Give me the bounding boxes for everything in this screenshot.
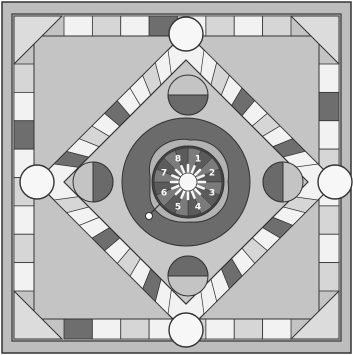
track-tile-bottom[interactable] (64, 319, 92, 339)
spinner-number: 4 (195, 203, 201, 213)
spinner-number: 7 (161, 169, 167, 179)
track-tile-right[interactable] (319, 234, 339, 262)
node-circle[interactable] (169, 17, 203, 51)
track-tile-left[interactable] (14, 263, 34, 291)
track-tile-left[interactable] (14, 234, 34, 262)
pointer-knob[interactable] (146, 213, 153, 220)
phase-disc-bottom[interactable] (168, 256, 208, 296)
track-tile-right[interactable] (319, 263, 339, 291)
track-tile-left[interactable] (14, 64, 34, 92)
number-spinner[interactable]: 12 34 56 78 (152, 146, 224, 218)
spinner-number: 2 (209, 169, 215, 179)
sun-center (179, 173, 197, 191)
track-tile-right[interactable] (319, 121, 339, 149)
track-tile-top[interactable] (64, 16, 92, 36)
sun-hub-icon (171, 165, 205, 199)
track-tile-bottom[interactable] (263, 319, 291, 339)
node-circle[interactable] (318, 165, 352, 199)
spinner-number: 1 (195, 154, 201, 164)
track-tile-top[interactable] (121, 16, 149, 36)
track-tile-top[interactable] (263, 16, 291, 36)
track-tile-top[interactable] (206, 16, 234, 36)
phase-disc-top[interactable] (168, 75, 208, 115)
spinner-number: 6 (161, 188, 167, 198)
track-tile-top[interactable] (92, 16, 120, 36)
track-tile-bottom[interactable] (92, 319, 120, 339)
track-tile-left[interactable] (14, 206, 34, 234)
phase-disc-right[interactable] (263, 162, 303, 202)
track-tile-right[interactable] (319, 64, 339, 92)
track-tile-left[interactable] (14, 92, 34, 120)
spinner-number: 5 (175, 203, 181, 213)
track-tile-bottom[interactable] (121, 319, 149, 339)
node-circle[interactable] (20, 165, 54, 199)
track-tile-bottom[interactable] (206, 319, 234, 339)
track-tile-top[interactable] (234, 16, 262, 36)
track-tile-right[interactable] (319, 206, 339, 234)
track-tile-right[interactable] (319, 92, 339, 120)
track-tile-left[interactable] (14, 121, 34, 149)
spinner-number: 8 (175, 154, 181, 164)
phase-disc-left[interactable] (73, 162, 113, 202)
track-tile-bottom[interactable] (234, 319, 262, 339)
spinner-number: 3 (209, 188, 215, 198)
node-circle[interactable] (169, 313, 203, 347)
